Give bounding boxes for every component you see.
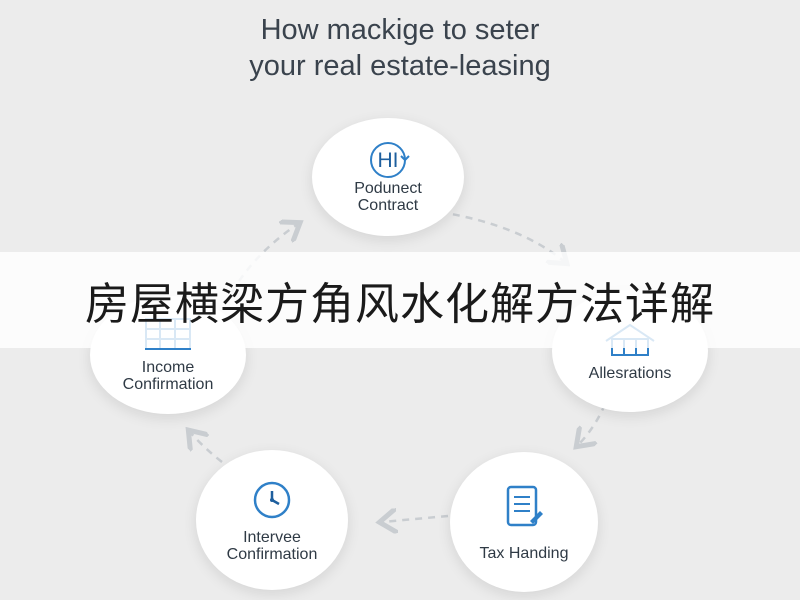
- node-interview-label: Intervee Confirmation: [227, 529, 318, 563]
- clock-icon: [253, 481, 291, 519]
- hi-cycle-icon: HI: [370, 142, 410, 178]
- node-income-label: Income Confirmation: [123, 359, 214, 393]
- node-tax-handling-line-1: Tax Handing: [479, 544, 569, 562]
- banner-title: 房屋横梁方角风水化解方法详解: [85, 279, 715, 330]
- node-interview-confirmation: Intervee Confirmation: [196, 450, 348, 590]
- title-line-2: your real estate-leasing: [249, 50, 551, 82]
- node-interview-line-2: Confirmation: [226, 546, 318, 563]
- node-alterations-label: Allesrations: [589, 365, 672, 382]
- node-income-line-2: Confirmation: [122, 376, 214, 393]
- node-tax-handling-label: Tax Handing: [480, 545, 569, 562]
- document-icon: [506, 485, 543, 526]
- node-tax-handling: Tax Handing: [450, 452, 598, 592]
- node-contract: HI Podunect Contract: [312, 118, 464, 236]
- node-contract-line-2: Contract: [357, 197, 419, 214]
- node-alterations-line-1: Allesrations: [588, 364, 672, 382]
- node-interview-line-1: Intervee: [243, 529, 301, 546]
- hi-icon-text: HI: [378, 149, 399, 172]
- node-contract-label: Podunect Contract: [354, 180, 422, 214]
- arrow-bottom-right-to-bottom-left: [382, 516, 449, 522]
- node-contract-line-1: Podunect: [354, 180, 422, 197]
- title-banner: 房屋横梁方角风水化解方法详解: [0, 252, 800, 348]
- title-line-1: How mackige to seter: [260, 14, 540, 46]
- arrow-bottom-left-to-left: [190, 432, 223, 463]
- diagram-title: How mackige to seter your real estate-le…: [0, 12, 800, 84]
- node-income-line-1: Income: [141, 359, 195, 376]
